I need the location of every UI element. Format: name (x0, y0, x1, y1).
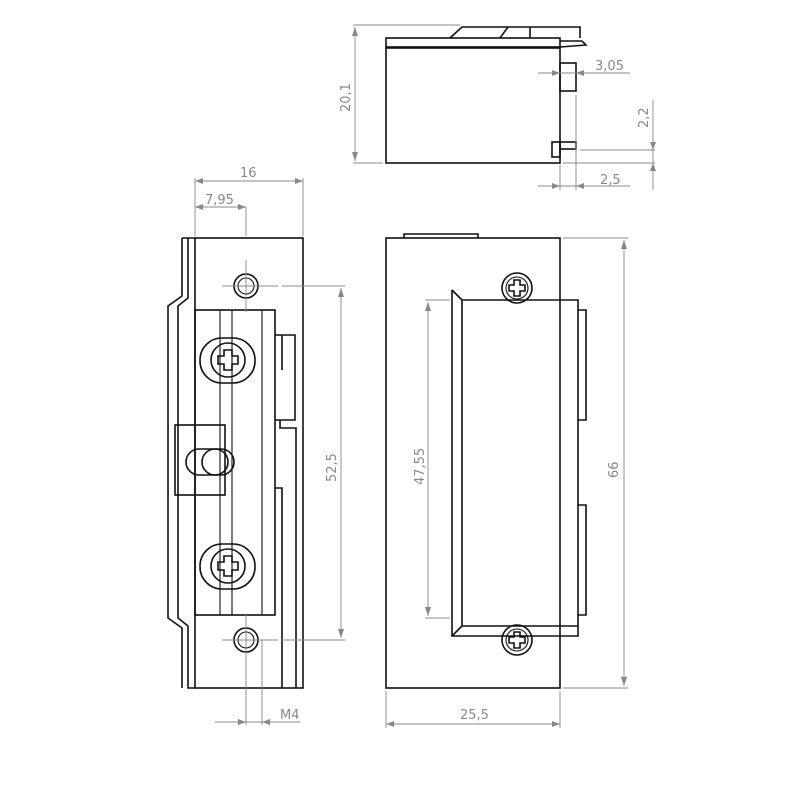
screw-bottom (199, 543, 256, 590)
screw-top (199, 337, 256, 384)
side-view: 16 7,95 52,5 M4 (167, 166, 345, 725)
dim-tab-offset: 3,05 (595, 59, 624, 74)
dim-overall-height: 66 (607, 461, 622, 478)
screw-bottom-front (501, 624, 533, 656)
dim-hole-offset: 7,95 (205, 193, 234, 208)
dim-hole-spacing: 52,5 (325, 453, 340, 482)
dim-screw-thread: M4 (280, 708, 300, 723)
dim-overall-width: 25,5 (460, 708, 489, 723)
screw-top-front (501, 272, 533, 304)
dim-pin-height: 2,2 (637, 107, 652, 128)
dim-strike-height: 47,55 (413, 448, 428, 485)
front-view: 47,55 66 25,5 (385, 233, 628, 728)
dim-height-top: 20,1 (339, 83, 354, 112)
dim-side-width: 16 (240, 166, 257, 181)
dim-pin-length: 2,5 (600, 173, 621, 188)
top-view: 3,05 2,5 2,2 20,1 (339, 24, 656, 190)
